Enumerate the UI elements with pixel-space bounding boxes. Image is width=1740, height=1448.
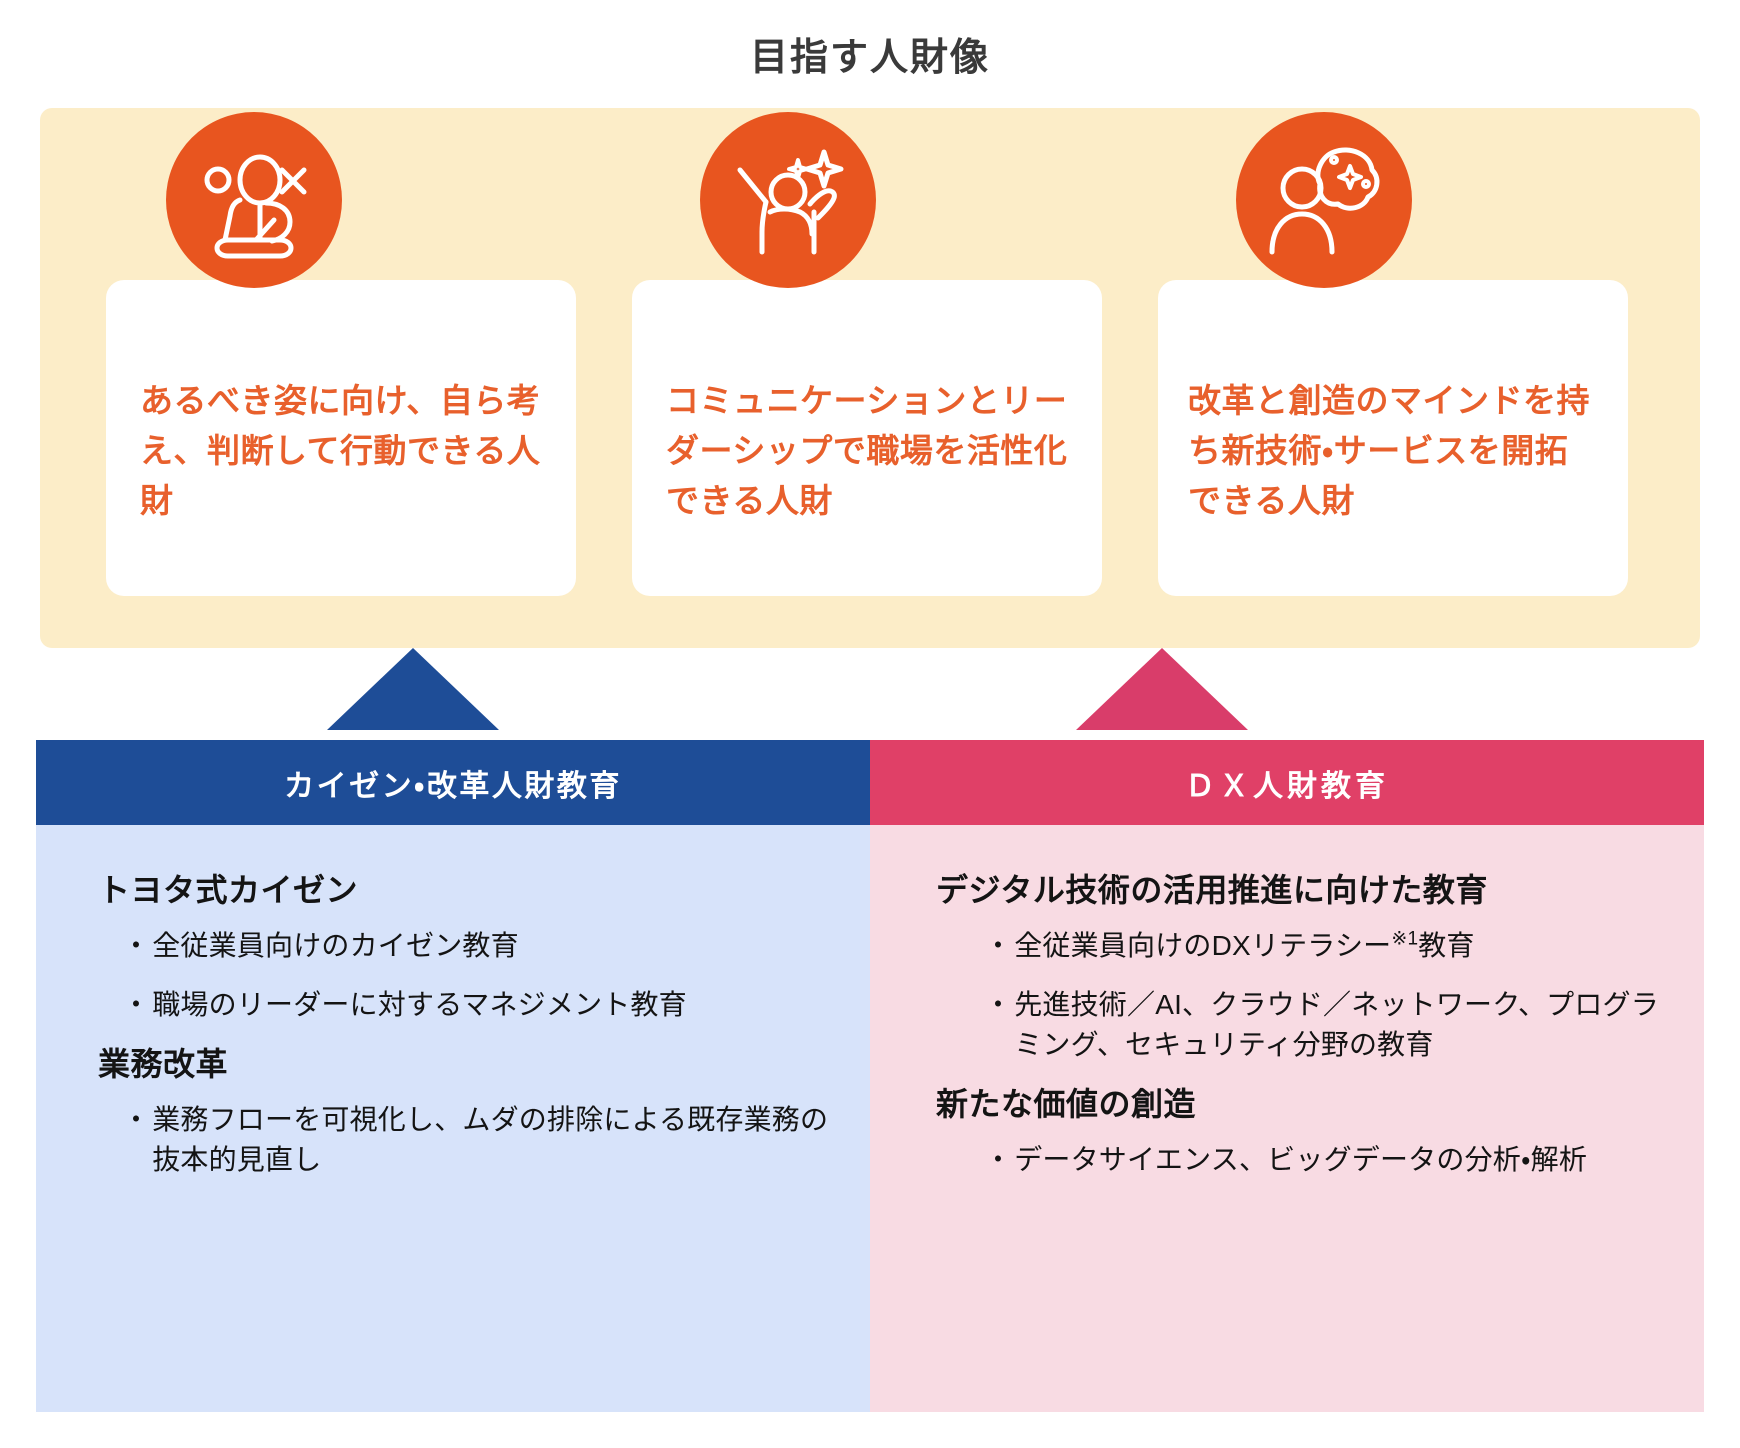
program-group: デジタル技術の活用推進に向けた教育 ・ 全従業員向けのDXリテラシー※1教育 ・… bbox=[936, 869, 1664, 1065]
program-bullet-text: 業務フローを可視化し、ムダの排除による既存業務の抜本的見直し bbox=[152, 1104, 829, 1176]
arrow-up-dx bbox=[1076, 648, 1248, 730]
person-idea-thought-bubble-icon bbox=[1236, 112, 1412, 288]
program-bullet-text: データサイエンス、ビッグデータの分析・解析 bbox=[1014, 1144, 1588, 1176]
program-group-title: トヨタ式カイゼン bbox=[98, 872, 359, 908]
person-raising-hands-sparkle-icon bbox=[700, 112, 876, 288]
program-header-dx: ＤＸ人財教育 bbox=[870, 740, 1704, 825]
page-title: 目指す人財像 bbox=[749, 37, 990, 79]
vision-panel: あるべき姿に向け、自ら考え、判断して行動できる人財 bbox=[40, 108, 1700, 648]
program-group: トヨタ式カイゼン ・ 全従業員向けのカイゼン教育 ・ 職場のリーダーに対するマネ… bbox=[76, 869, 830, 1025]
program-bullet-text: 全従業員向けのDXリテラシー※1教育 bbox=[1014, 928, 1475, 962]
program-bullet-text: 職場のリーダーに対するマネジメント教育 bbox=[152, 988, 687, 1020]
bullet-marker-icon: ・ bbox=[984, 988, 1013, 1020]
program-body-dx: デジタル技術の活用推進に向けた教育 ・ 全従業員向けのDXリテラシー※1教育 ・… bbox=[870, 825, 1704, 1412]
bullet-marker-icon: ・ bbox=[984, 1144, 1013, 1176]
vision-card-list: あるべき姿に向け、自ら考え、判断して行動できる人財 bbox=[40, 108, 1700, 648]
program-bullet: ・ データサイエンス、ビッグデータの分析・解析 bbox=[936, 1140, 1664, 1180]
vision-card-3-text: 改革と創造のマインドを持ち新技術・サービスを開拓できる人財 bbox=[1188, 382, 1590, 520]
program-body-kaizen: トヨタ式カイゼン ・ 全従業員向けのカイゼン教育 ・ 職場のリーダーに対するマネ… bbox=[36, 825, 870, 1412]
program-group: 業務改革 ・ 業務フローを可視化し、ムダの排除による既存業務の抜本的見直し bbox=[76, 1043, 830, 1181]
arrow-up-kaizen bbox=[327, 648, 499, 730]
person-thinking-judgment-icon bbox=[166, 112, 342, 288]
program-column-kaizen: カイゼン・改革人財教育 トヨタ式カイゼン ・ 全従業員向けのカイゼン教育 ・ 職… bbox=[36, 740, 870, 1412]
vision-card-1: あるべき姿に向け、自ら考え、判断して行動できる人財 bbox=[106, 112, 576, 596]
vision-card-3: 改革と創造のマインドを持ち新技術・サービスを開拓できる人財 bbox=[1158, 112, 1628, 596]
program-group: 新たな価値の創造 ・ データサイエンス、ビッグデータの分析・解析 bbox=[936, 1083, 1664, 1181]
bullet-marker-icon: ・ bbox=[122, 930, 151, 962]
programs-section: カイゼン・改革人財教育 トヨタ式カイゼン ・ 全従業員向けのカイゼン教育 ・ 職… bbox=[36, 740, 1704, 1412]
bullet-marker-icon: ・ bbox=[122, 1104, 151, 1135]
program-bullet: ・ 業務フローを可視化し、ムダの排除による既存業務の抜本的見直し bbox=[76, 1100, 830, 1181]
reference-mark: ※1 bbox=[1391, 928, 1419, 950]
program-bullet-text: 全従業員向けのカイゼン教育 bbox=[152, 930, 519, 962]
program-group-title: 業務改革 bbox=[98, 1045, 229, 1082]
vision-card-1-text: あるべき姿に向け、自ら考え、判断して行動できる人財 bbox=[140, 382, 541, 520]
program-bullet: ・ 全従業員向けのDXリテラシー※1教育 bbox=[936, 926, 1664, 966]
bullet-marker-icon: ・ bbox=[122, 988, 151, 1020]
program-bullet: ・ 全従業員向けのカイゼン教育 bbox=[76, 926, 830, 966]
program-group-title: デジタル技術の活用推進に向けた教育 bbox=[936, 872, 1488, 908]
program-bullet: ・ 職場のリーダーに対するマネジメント教育 bbox=[76, 985, 830, 1025]
program-bullet: ・ 先進技術／AI、クラウド／ネットワーク、プログラミング、セキュリティ分野の教… bbox=[936, 985, 1664, 1066]
vision-card-2-text: コミュニケーションとリーダーシップで職場を活性化できる人財 bbox=[666, 382, 1068, 520]
program-group-title: 新たな価値の創造 bbox=[936, 1086, 1197, 1123]
vision-card-2: コミュニケーションとリーダーシップで職場を活性化できる人財 bbox=[632, 112, 1102, 596]
bullet-marker-icon: ・ bbox=[984, 930, 1013, 962]
program-column-dx: ＤＸ人財教育 デジタル技術の活用推進に向けた教育 ・ 全従業員向けのDXリテラシ… bbox=[870, 740, 1704, 1412]
program-bullet-text: 先進技術／AI、クラウド／ネットワーク、プログラミング、セキュリティ分野の教育 bbox=[1014, 988, 1659, 1060]
program-header-kaizen: カイゼン・改革人財教育 bbox=[36, 740, 870, 825]
